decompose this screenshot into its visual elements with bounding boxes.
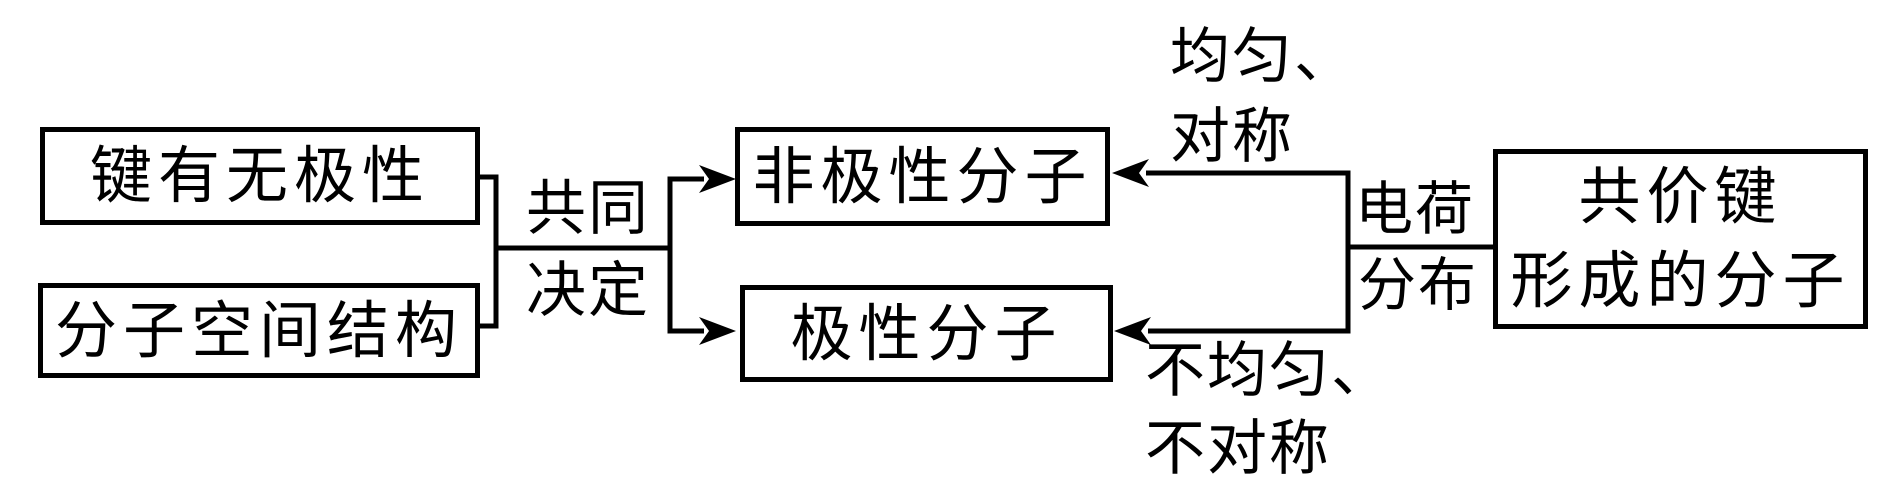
box-covalent-molecule-line2: 形成的分子 [1510,244,1851,317]
arrowhead-nonuniform-icon [1114,317,1151,345]
determine-label-line2: 决定 [526,256,650,326]
arrowhead-uniform-icon [1112,159,1149,187]
charge-label-line1: 电荷 [1354,175,1475,243]
box-polar-molecule: 极性分子 [740,285,1113,382]
charge-label-line2: 分布 [1357,251,1478,319]
arrowhead-to-polar-icon [699,317,736,345]
box-polar-molecule-label: 极性分子 [790,296,1063,370]
box-molecular-structure: 分子空间结构 [38,283,480,378]
nonuniform-label-line2: 不对称 [1145,414,1331,484]
nonuniform-label-line1: 不均匀、 [1145,336,1393,406]
arrowhead-to-nonpolar-icon [699,165,736,193]
box-covalent-molecule: 共价键 形成的分子 [1493,149,1868,329]
box-covalent-molecule-line1: 共价键 [1578,160,1783,233]
determine-label-line1: 共同 [526,174,650,244]
uniform-label-line1: 均匀、 [1170,22,1356,92]
box-bond-polarity: 键有无极性 [40,127,480,225]
box-nonpolar-molecule-label: 非极性分子 [752,139,1093,213]
charge-distribution-connector [1146,170,1351,334]
uniform-label-line2: 对称 [1170,102,1294,172]
bracket-connector [478,174,499,329]
box-nonpolar-molecule: 非极性分子 [735,127,1110,226]
fork-connector [667,176,704,334]
box-molecular-structure-label: 分子空间结构 [54,293,463,367]
box-bond-polarity-label: 键有无极性 [89,139,430,212]
